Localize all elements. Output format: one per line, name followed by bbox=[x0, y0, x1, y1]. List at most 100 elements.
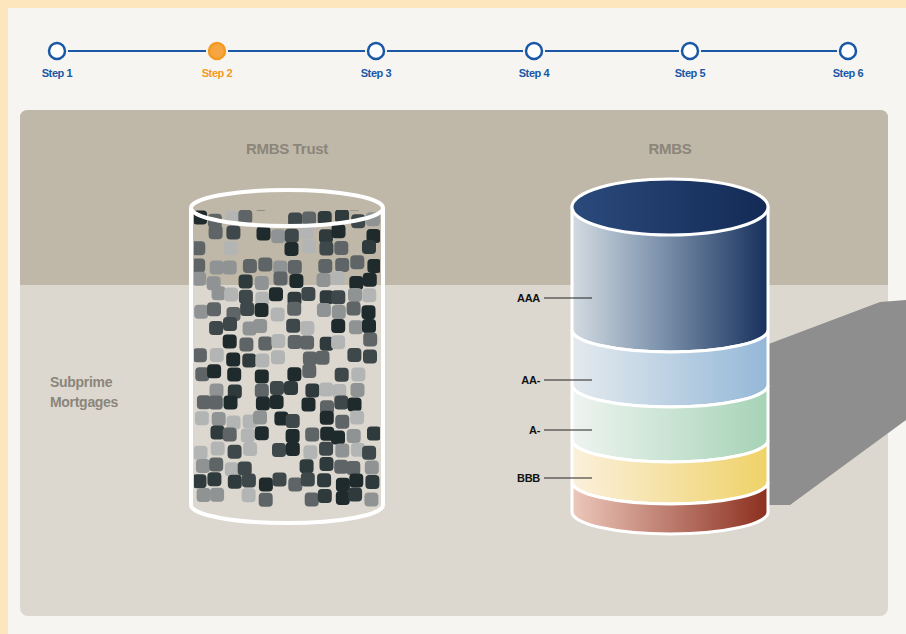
mortgage-ball bbox=[363, 273, 377, 287]
mortgage-ball bbox=[227, 367, 241, 381]
mortgage-ball bbox=[194, 305, 208, 319]
step-circle bbox=[840, 43, 856, 59]
mortgage-ball bbox=[239, 337, 253, 351]
mortgage-ball bbox=[191, 259, 205, 273]
mortgage-ball bbox=[228, 445, 242, 459]
step-circle bbox=[526, 43, 542, 59]
cylinder-heading: RMBS Trust bbox=[177, 140, 397, 157]
mortgage-ball bbox=[289, 274, 303, 288]
step-circle bbox=[365, 40, 387, 62]
mortgage-ball bbox=[365, 475, 379, 489]
mortgage-ball bbox=[336, 478, 350, 492]
mortgage-ball bbox=[223, 335, 237, 349]
step-circle bbox=[46, 40, 68, 62]
mortgage-ball bbox=[287, 367, 301, 381]
mortgage-ball bbox=[193, 474, 207, 488]
step-connector bbox=[387, 50, 523, 52]
mortgage-ball bbox=[210, 260, 224, 274]
cylinder-heading: RMBS bbox=[540, 140, 800, 157]
mortgage-ball bbox=[300, 336, 314, 350]
tranche-band: BBB bbox=[470, 440, 770, 482]
step-label: Step 6 bbox=[817, 67, 879, 79]
trust-jar bbox=[191, 190, 383, 523]
shadow bbox=[766, 300, 906, 505]
mortgage-balls bbox=[191, 194, 381, 507]
step-label: Step 5 bbox=[659, 67, 721, 79]
mortgage-ball bbox=[362, 305, 376, 319]
mortgage-ball bbox=[320, 457, 334, 471]
mortgage-ball bbox=[347, 348, 361, 362]
mortgage-ball bbox=[194, 446, 208, 460]
mortgage-ball bbox=[367, 259, 381, 273]
mortgage-ball bbox=[332, 194, 346, 208]
mortgage-ball bbox=[351, 368, 365, 382]
step-marker: Step 2 bbox=[206, 40, 228, 86]
mortgage-ball bbox=[363, 349, 377, 363]
mortgage-ball bbox=[301, 473, 315, 487]
mortgage-ball bbox=[242, 354, 256, 368]
mortgage-ball bbox=[365, 461, 379, 475]
step-connector bbox=[68, 50, 206, 52]
mortgage-ball bbox=[258, 258, 272, 272]
mortgage-ball bbox=[302, 364, 316, 378]
mortgage-ball bbox=[273, 472, 287, 486]
mortgage-ball bbox=[349, 474, 363, 488]
step-connector bbox=[545, 50, 679, 52]
mortgage-ball bbox=[197, 395, 211, 409]
step-marker: Step 4 bbox=[523, 40, 545, 86]
mortgage-ball bbox=[335, 444, 349, 458]
mortgage-ball bbox=[320, 411, 334, 425]
mortgage-ball bbox=[254, 196, 268, 210]
step-marker: Step 3 bbox=[365, 40, 387, 86]
tranche-rating: BBB bbox=[517, 471, 540, 485]
mortgage-ball bbox=[288, 335, 302, 349]
mortgage-ball bbox=[269, 287, 283, 301]
mortgage-ball bbox=[284, 381, 298, 395]
mortgage-ball bbox=[255, 303, 269, 317]
mortgage-ball bbox=[350, 255, 364, 269]
step-circle bbox=[837, 40, 859, 62]
mortgage-ball bbox=[238, 210, 252, 224]
mortgage-ball bbox=[319, 229, 333, 243]
mortgage-ball bbox=[349, 276, 363, 290]
mortgage-ball bbox=[319, 242, 333, 256]
mortgage-ball bbox=[346, 461, 360, 475]
mortgage-ball bbox=[301, 287, 315, 301]
mortgage-ball bbox=[212, 412, 226, 426]
mortgage-ball bbox=[271, 307, 285, 321]
mortgage-ball bbox=[211, 442, 225, 456]
mortgage-ball bbox=[334, 395, 348, 409]
mortgage-ball bbox=[286, 414, 300, 428]
mortgage-ball bbox=[195, 411, 209, 425]
mortgage-ball bbox=[347, 196, 361, 210]
mortgage-ball bbox=[317, 303, 331, 317]
mortgage-ball bbox=[362, 288, 376, 302]
mortgage-ball bbox=[362, 319, 376, 333]
tranche-band: A- bbox=[470, 385, 770, 440]
mortgage-ball bbox=[209, 458, 223, 472]
mortgage-ball bbox=[209, 225, 223, 239]
mortgage-ball bbox=[207, 472, 221, 486]
mortgage-ball bbox=[288, 260, 302, 274]
mortgage-ball bbox=[196, 459, 210, 473]
mortgage-ball bbox=[336, 491, 350, 505]
mortgage-ball bbox=[259, 493, 273, 507]
mortgage-ball bbox=[238, 196, 252, 210]
mortgage-ball bbox=[243, 259, 257, 273]
mortgage-ball bbox=[270, 395, 284, 409]
panel bbox=[20, 110, 888, 616]
mortgage-ball bbox=[272, 443, 286, 457]
mortgage-ball bbox=[239, 290, 253, 304]
cylinder: RMBS Trust bbox=[177, 140, 397, 520]
mortgage-ball bbox=[318, 259, 332, 273]
mortgage-ball bbox=[367, 427, 381, 441]
mortgage-ball bbox=[317, 273, 331, 287]
mortgage-ball bbox=[347, 429, 361, 443]
tranche-band: AA- bbox=[470, 330, 770, 385]
mortgage-ball bbox=[287, 302, 301, 316]
mortgage-ball bbox=[334, 241, 348, 255]
mortgage-ball bbox=[331, 335, 345, 349]
step-circle bbox=[206, 40, 228, 62]
